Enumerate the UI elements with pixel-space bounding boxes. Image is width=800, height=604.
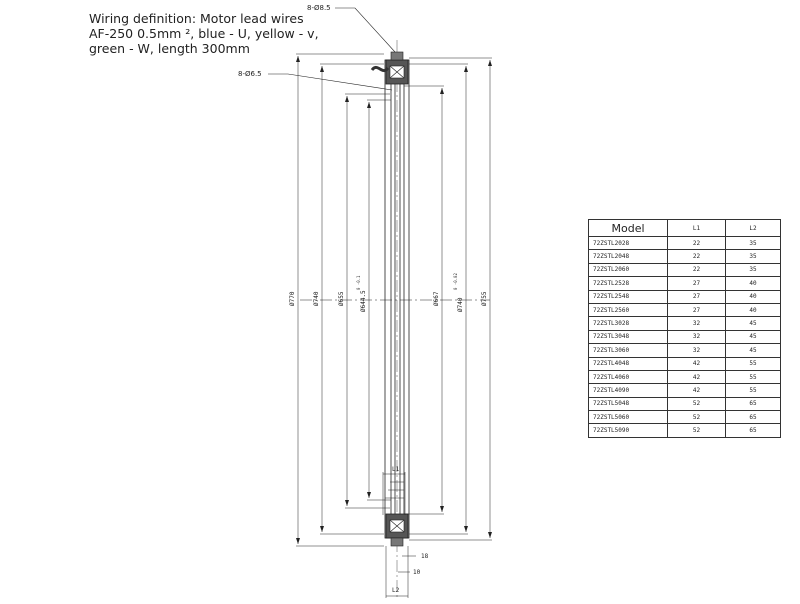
- wiring-definition-note: Wiring definition: Motor lead wires AF-2…: [89, 11, 319, 56]
- table-cell-l2: 65: [725, 410, 781, 425]
- dim-label-667: Ø667: [433, 291, 440, 306]
- top-bearing-block: [385, 51, 409, 85]
- table-cell-l2: 45: [725, 329, 781, 345]
- table-cell-model: 72ZSTL3048: [588, 329, 668, 345]
- table-cell-model: 72ZSTL2048: [588, 249, 668, 264]
- dim-label-770: Ø770: [289, 291, 296, 306]
- table-cell-l1: 27: [667, 302, 726, 318]
- wiring-note-line-3: green - W, length 300mm: [89, 41, 250, 56]
- table-cell-model: 72ZSTL3060: [588, 343, 668, 358]
- bottom-bearing-block: [385, 513, 409, 547]
- table-cell-l2: 65: [725, 423, 781, 438]
- table-cell-l2: 65: [725, 396, 781, 412]
- table-cell-model: 72ZSTL4060: [588, 369, 668, 385]
- motor-lead-wire: [370, 65, 390, 73]
- dim-label-10: 10: [413, 569, 421, 576]
- table-cell-l2: 35: [725, 249, 781, 264]
- dim-label-18: 18: [421, 553, 429, 560]
- table-cell-l2: 55: [725, 356, 781, 371]
- table-cell-l2: 40: [725, 302, 781, 318]
- wiring-note-line-1: Wiring definition: Motor lead wires: [89, 11, 304, 26]
- table-cell-model: 72ZSTL5060: [588, 410, 668, 425]
- table-cell-l2: 55: [725, 369, 781, 385]
- dim-label-740: Ø740: [313, 291, 320, 306]
- table-cell-l2: 45: [725, 343, 781, 358]
- dim-label-655: Ø655: [338, 291, 345, 306]
- table-cell-model: 72ZSTL5048: [588, 396, 668, 412]
- table-cell-l1: 27: [667, 276, 726, 291]
- wiring-note-line-2: AF-250 0.5mm ², blue - U, yellow - v,: [89, 26, 319, 41]
- table-cell-l2: 40: [725, 289, 781, 304]
- table-cell-l2: 35: [725, 235, 781, 251]
- table-cell-model: 72ZSTL2548: [588, 289, 668, 304]
- dim-label-l2: L2: [392, 587, 400, 594]
- table-header-l1: L1: [667, 219, 726, 237]
- dim-label-644-tol: 0 -0.1: [356, 275, 361, 290]
- table-header-model: Model: [588, 219, 668, 237]
- table-cell-l2: 55: [725, 383, 781, 398]
- table-cell-l1: 22: [667, 249, 726, 264]
- dim-label-740-right-tol: 0 -0.02: [453, 273, 458, 290]
- table-cell-l2: 40: [725, 276, 781, 291]
- table-cell-model: 72ZSTL3028: [588, 316, 668, 331]
- table-cell-l1: 27: [667, 289, 726, 304]
- table-cell-l2: 35: [725, 262, 781, 278]
- table-cell-l1: 42: [667, 369, 726, 385]
- table-cell-l1: 22: [667, 235, 726, 251]
- callout-hole-top: 8-Ø8.5: [307, 4, 331, 12]
- table-cell-model: 72ZSTL5090: [588, 423, 668, 438]
- table-cell-l1: 52: [667, 423, 726, 438]
- table-cell-model: 72ZSTL2060: [588, 262, 668, 278]
- table-cell-l1: 32: [667, 316, 726, 331]
- table-header-row: Model L1 L2: [588, 219, 781, 237]
- table-cell-l2: 45: [725, 316, 781, 331]
- callout-hole-inner: 8-Ø6.5: [238, 70, 262, 78]
- dim-label-755: Ø755: [481, 291, 488, 306]
- dim-label-l1: L1: [392, 466, 400, 473]
- dim-label-740-right: Ø740: [457, 297, 464, 312]
- table-cell-l1: 52: [667, 410, 726, 425]
- table-cell-l1: 42: [667, 356, 726, 371]
- table-cell-model: 72ZSTL4048: [588, 356, 668, 371]
- table-cell-model: 72ZSTL4090: [588, 383, 668, 398]
- table-cell-model: 72ZSTL2560: [588, 302, 668, 318]
- table-cell-l1: 32: [667, 329, 726, 345]
- table-cell-l1: 52: [667, 396, 726, 412]
- dim-label-644: Ø644.5: [360, 290, 367, 312]
- table-cell-l1: 42: [667, 383, 726, 398]
- callout-leader-hole-inner: [268, 73, 393, 91]
- table-cell-model: 72ZSTL2028: [588, 235, 668, 251]
- table-cell-model: 72ZSTL2528: [588, 276, 668, 291]
- table-cell-l1: 22: [667, 262, 726, 278]
- table-cell-l1: 32: [667, 343, 726, 358]
- dimension-arrowheads: [296, 56, 492, 544]
- callout-leader-hole-top: [335, 7, 396, 53]
- table-header-l2: L2: [725, 219, 781, 237]
